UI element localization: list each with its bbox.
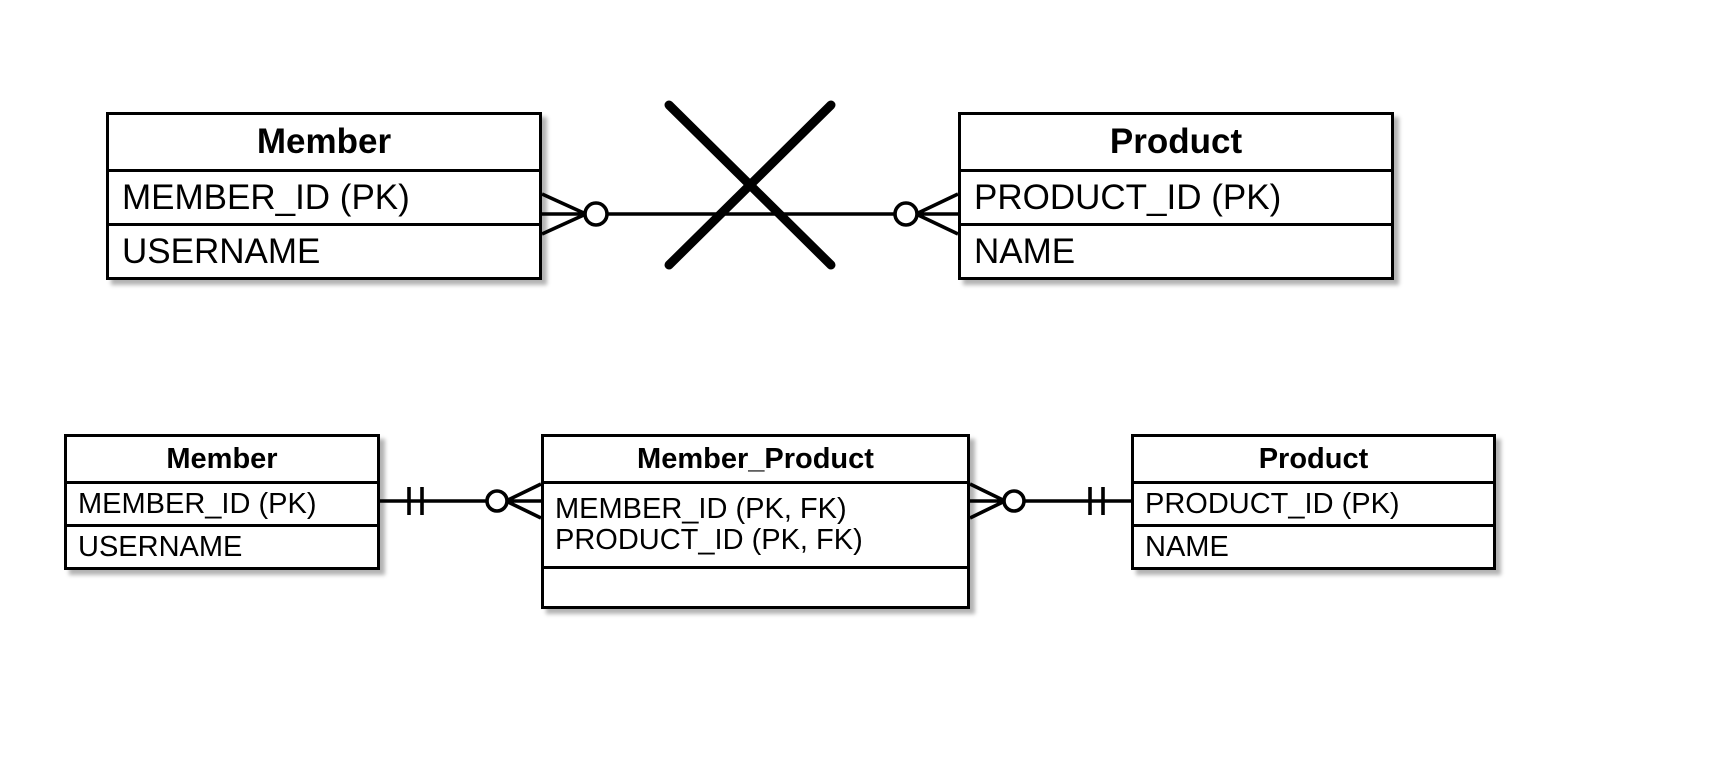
relationship-member-to-junction — [380, 484, 541, 518]
attribute-label: MEMBER_ID (PK) — [78, 487, 317, 520]
entity-attribute-row: USERNAME — [67, 524, 377, 567]
optional-circle-icon — [487, 491, 507, 511]
cardinality-zero-or-many-right-top — [895, 194, 958, 234]
crowsfoot-icon — [542, 194, 586, 234]
entity-product-top[interactable]: Product PRODUCT_ID (PK) NAME — [958, 112, 1394, 280]
entity-attribute-row: PRODUCT_ID (PK) — [1134, 481, 1493, 524]
entity-title: Member — [166, 442, 278, 475]
optional-circle-icon — [585, 203, 607, 225]
entity-attribute-row: PRODUCT_ID (PK) — [961, 169, 1391, 223]
entity-member-product-junction[interactable]: Member_Product MEMBER_ID (PK, FK) PRODUC… — [541, 434, 970, 609]
relationship-junction-to-product — [970, 484, 1131, 518]
entity-attribute-row: USERNAME — [109, 223, 539, 277]
optional-circle-icon — [895, 203, 917, 225]
cardinality-zero-or-many-right-bottom-left — [487, 484, 541, 518]
attribute-label: MEMBER_ID (PK, FK) — [555, 493, 847, 526]
entity-title: Product — [1258, 442, 1369, 475]
crowsfoot-icon — [506, 484, 541, 518]
relationship-member-product-direct — [542, 105, 958, 265]
entity-title: Product — [1109, 122, 1243, 161]
attribute-label: PRODUCT_ID (PK) — [1145, 487, 1400, 520]
attribute-label: USERNAME — [78, 530, 243, 563]
entity-title: Member — [256, 122, 392, 161]
attribute-label: PRODUCT_ID (PK) — [974, 177, 1282, 217]
attribute-label: PRODUCT_ID (PK, FK) — [555, 524, 863, 556]
optional-circle-icon — [1004, 491, 1024, 511]
attribute-label: NAME — [1145, 530, 1229, 563]
attribute-label: MEMBER_ID (PK) — [122, 177, 410, 217]
entity-attribute-row: MEMBER_ID (PK) — [67, 481, 377, 524]
crowsfoot-icon — [970, 484, 1005, 518]
crowsfoot-icon — [916, 194, 958, 234]
attribute-label: NAME — [974, 231, 1076, 271]
cardinality-one-and-only-one-left — [409, 487, 422, 515]
entity-product-bottom[interactable]: Product PRODUCT_ID (PK) NAME — [1131, 434, 1496, 570]
attribute-label: USERNAME — [122, 231, 321, 271]
entity-attribute-row: NAME — [961, 223, 1391, 277]
entity-member-bottom[interactable]: Member MEMBER_ID (PK) USERNAME — [64, 434, 380, 570]
entity-attribute-row: NAME — [1134, 524, 1493, 567]
entity-attribute-row: MEMBER_ID (PK, FK) PRODUCT_ID (PK, FK) — [544, 481, 967, 566]
cardinality-zero-or-many-left-bottom-right — [970, 484, 1024, 518]
entity-title: Member_Product — [637, 442, 874, 475]
entity-empty-row — [544, 566, 967, 606]
cardinality-one-and-only-one-right — [1090, 487, 1103, 515]
entity-attribute-row: MEMBER_ID (PK) — [109, 169, 539, 223]
entity-member-top[interactable]: Member MEMBER_ID (PK) USERNAME — [106, 112, 542, 280]
x-mark-icon — [669, 105, 831, 265]
cardinality-zero-or-many-left-top — [542, 194, 607, 234]
